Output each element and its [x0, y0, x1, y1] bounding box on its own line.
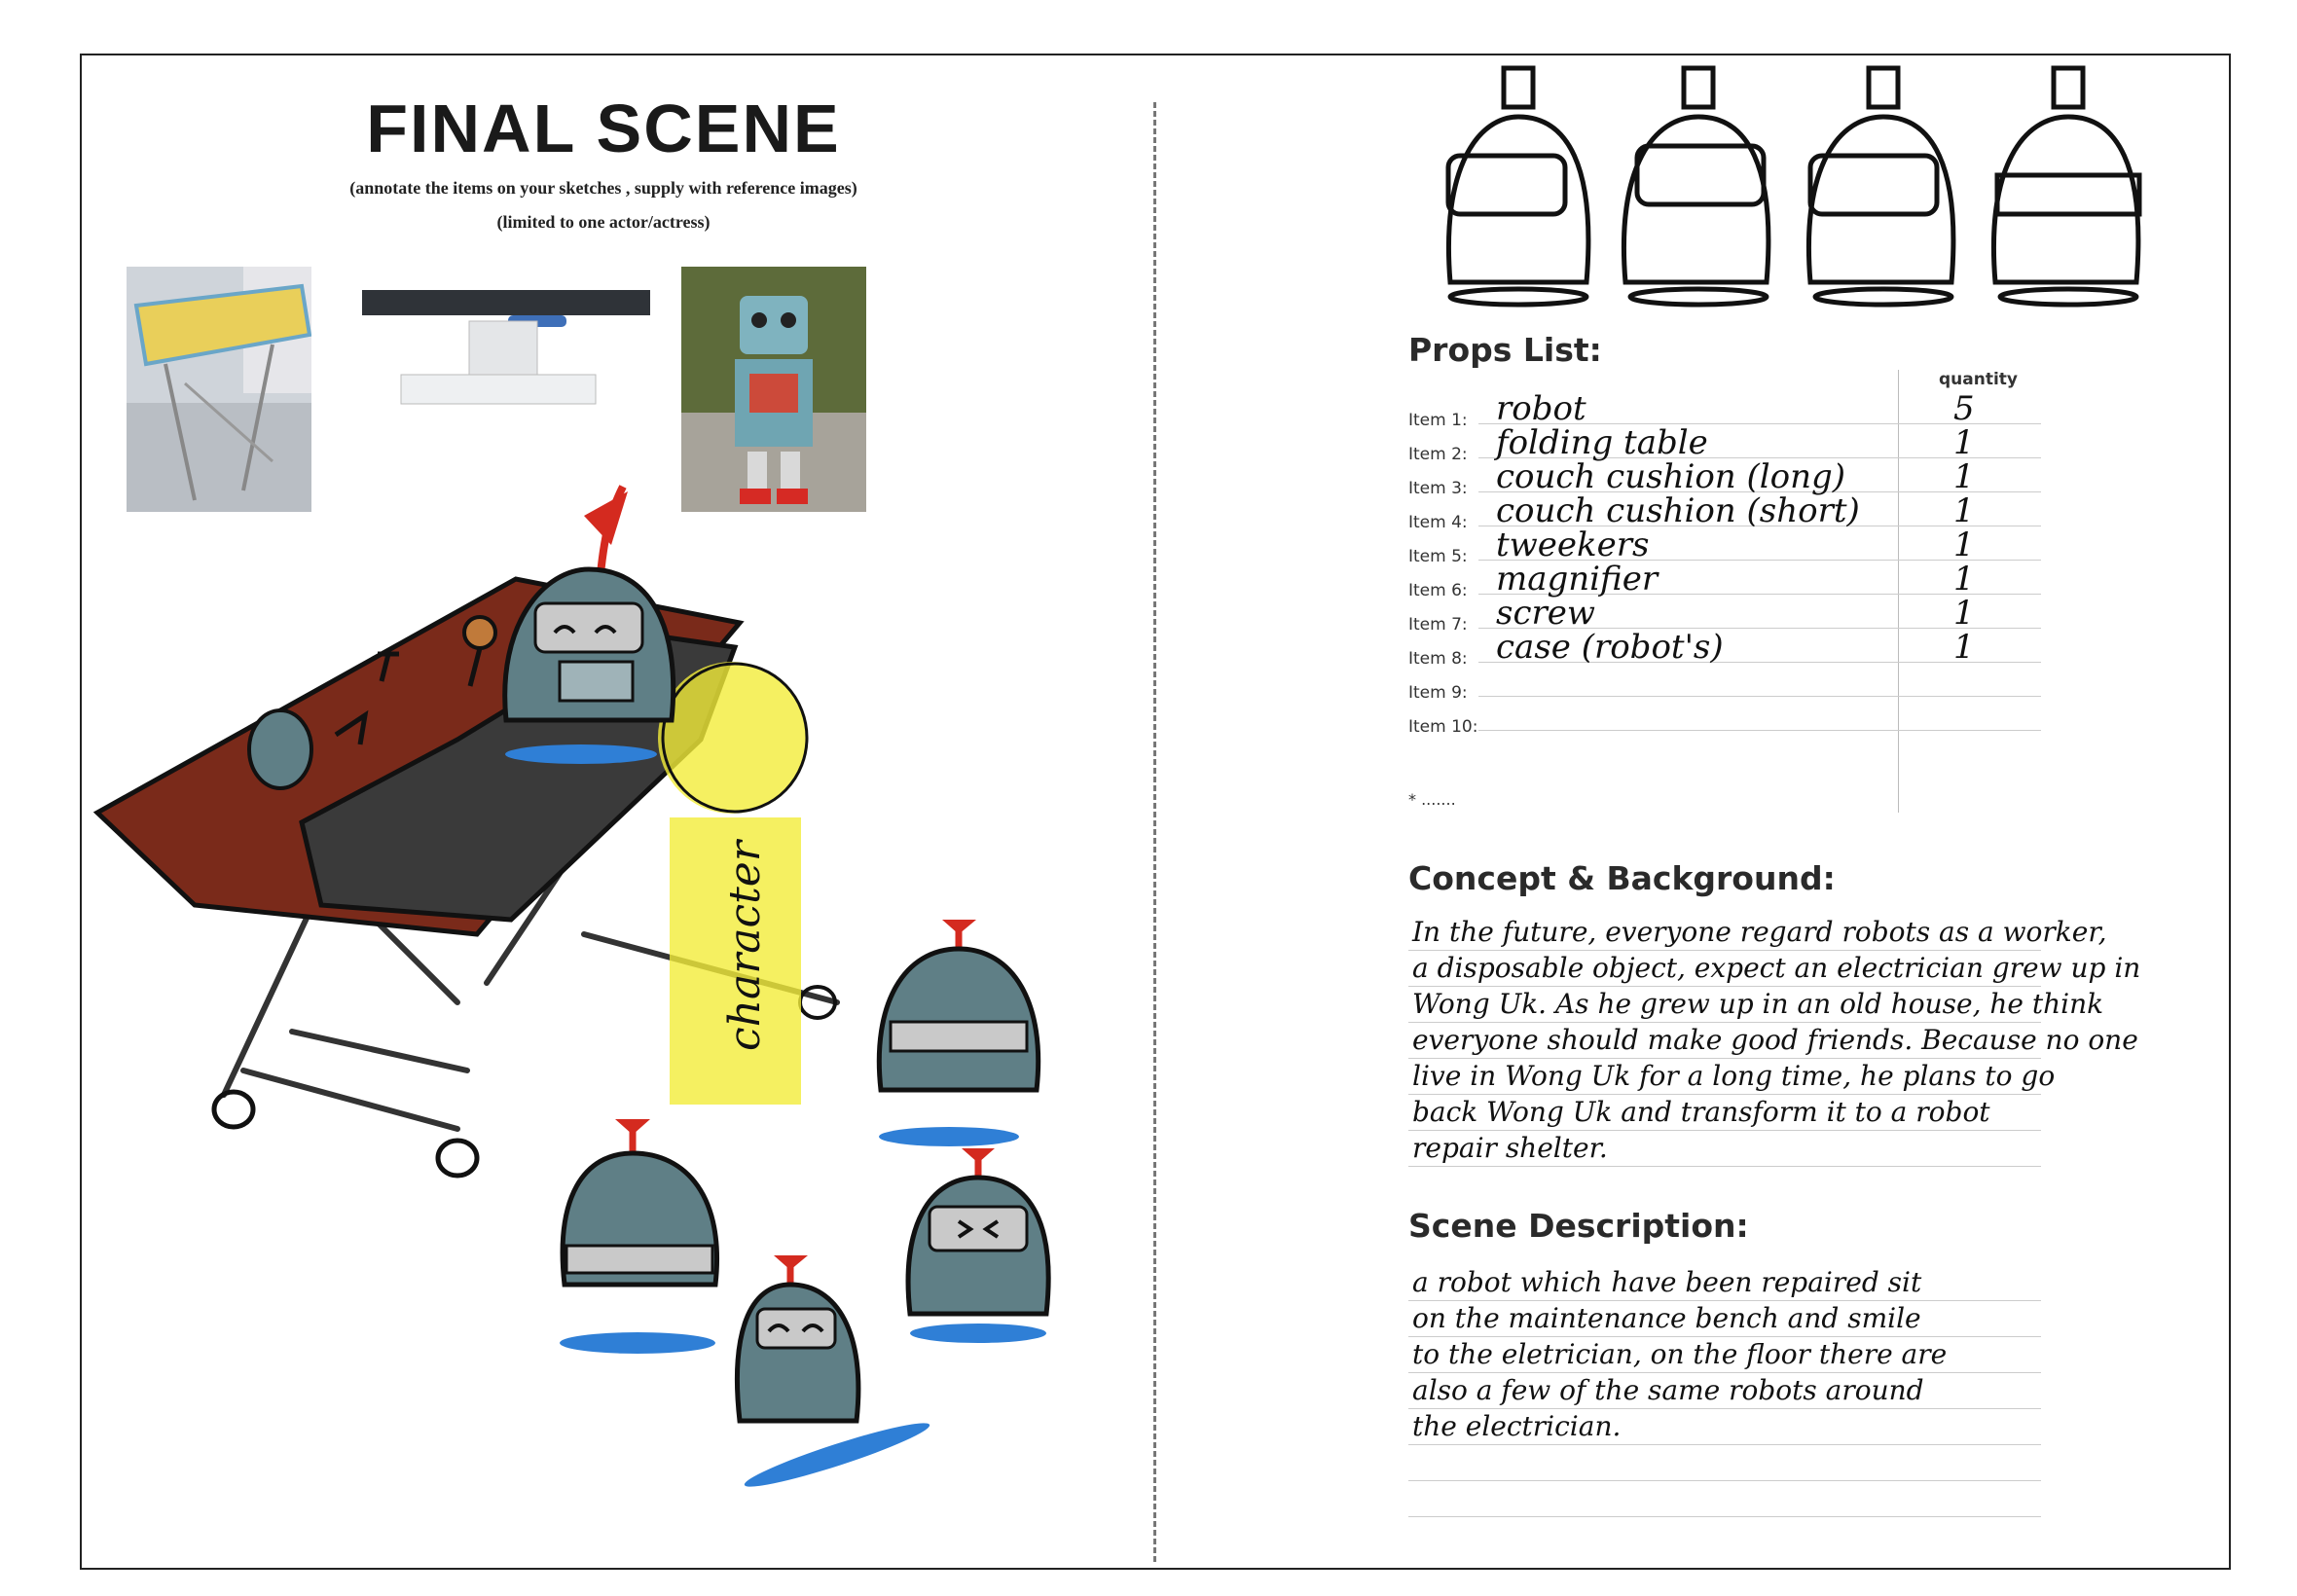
props-item-name: tweekers	[1496, 526, 1650, 564]
props-item-name: magnifier	[1496, 560, 1659, 598]
magnifier-icon	[462, 615, 497, 650]
scene-sketch: character	[92, 485, 1051, 1487]
scene-line: a robot which have been repaired sit	[1408, 1265, 2041, 1301]
title-subtitle-limit: (limited to one actor/actress)	[496, 212, 711, 232]
page-divider	[1153, 102, 1156, 1562]
character-highlight-head	[658, 662, 806, 814]
props-item-qty: 1	[1953, 491, 1975, 530]
reference-photo-folding-table	[127, 267, 311, 512]
concept-text: In the future, everyone regard robots as…	[1408, 915, 2140, 1167]
props-item-label: Item 7:	[1408, 615, 1468, 635]
quantity-header: quantity	[1939, 370, 2019, 389]
robot-floor-1	[876, 920, 1041, 1146]
props-item-qty: 1	[1953, 560, 1975, 598]
props-item: Item 1: robot 5	[1408, 389, 2041, 430]
scene-line	[1408, 1481, 2041, 1517]
props-item-name: couch cushion (long)	[1496, 457, 1846, 496]
props-item: Item 8: case (robot's) 1	[1408, 628, 2041, 669]
robot-view-left	[1445, 65, 1591, 308]
concept-line: Wong Uk. As he grew up in an old house, …	[1408, 987, 2103, 1023]
concept-line: In the future, everyone regard robots as…	[1408, 915, 2107, 951]
props-item: Item 4: couch cushion (short) 1	[1408, 491, 2041, 532]
props-item-label: Item 5:	[1408, 547, 1468, 566]
character-outline	[661, 662, 809, 814]
concept-line: everyone should make good friends. Becau…	[1408, 1023, 2138, 1059]
props-item-qty: 1	[1953, 594, 1975, 633]
character-label: character	[720, 838, 770, 1051]
concept-line: a disposable object, expect an electrici…	[1408, 951, 2140, 987]
scene-line: on the maintenance bench and smile	[1408, 1301, 2041, 1337]
title-subtitle-annotate: (annotate the items on your sketches , s…	[349, 178, 857, 198]
props-item-label: Item 1:	[1408, 411, 1468, 430]
robot-floor-2	[560, 1119, 719, 1354]
props-item: Item 6: magnifier 1	[1408, 560, 2041, 600]
robot-main	[502, 485, 676, 764]
reference-photo-toy-robot	[681, 267, 866, 512]
scene-line: also a few of the same robots around	[1408, 1373, 2041, 1409]
props-item-label: Item 8:	[1408, 649, 1468, 669]
robot-view-front-right	[1806, 65, 1956, 308]
robot-floor-4	[735, 1255, 930, 1487]
concept-line: live in Wong Uk for a long time, he plan…	[1408, 1059, 2055, 1095]
robot-case	[247, 708, 313, 790]
robot-floor-3	[905, 1148, 1051, 1343]
screw-icon	[378, 651, 399, 682]
props-note: * .......	[1408, 790, 1456, 809]
props-item-qty: 1	[1953, 423, 1975, 462]
props-item-label: Item 2:	[1408, 445, 1468, 464]
props-item: Item 7: screw 1	[1408, 594, 2041, 635]
props-item-name: couch cushion (short)	[1496, 491, 1860, 530]
props-item-name: folding table	[1496, 423, 1708, 462]
props-item-label: Item 3:	[1408, 479, 1468, 498]
table-wheel	[435, 1138, 480, 1179]
props-item-label: Item 4:	[1408, 513, 1468, 532]
quantity-column-line	[1898, 370, 1899, 813]
robot-view-front-left	[1622, 65, 1771, 308]
props-item-qty: 1	[1953, 628, 1975, 667]
concept-line: back Wong Uk and transform it to a robot	[1408, 1095, 2041, 1131]
props-item: Item 5: tweekers 1	[1408, 526, 2041, 566]
scene-description-heading: Scene Description:	[1408, 1207, 1749, 1245]
scene-line: the electrician.	[1408, 1409, 2041, 1445]
props-item-label: Item 9:	[1408, 683, 1468, 703]
props-item-name: screw	[1496, 594, 1595, 633]
props-item: Item 9:	[1408, 664, 2041, 703]
props-item-qty: 1	[1953, 457, 1975, 496]
scene-description-text: a robot which have been repaired sit on …	[1408, 1265, 2041, 1517]
props-item: Item 3: couch cushion (long) 1	[1408, 457, 2041, 498]
page-title: FINAL SCENE	[366, 91, 841, 166]
props-item-qty: 5	[1953, 389, 1975, 428]
props-list-heading: Props List:	[1408, 331, 1602, 369]
props-item-qty: 1	[1953, 526, 1975, 564]
props-item: Item 10:	[1408, 698, 2041, 737]
robot-turnaround-sketches	[1445, 65, 2142, 308]
props-list: Item 1: robot 5 Item 2: folding table 1 Item…	[1408, 389, 2041, 737]
concept-line: repair shelter.	[1408, 1131, 2041, 1167]
character-highlight-body	[670, 817, 801, 1105]
props-item-name: case (robot's)	[1496, 628, 1724, 667]
scene-line	[1408, 1445, 2041, 1481]
props-item-label: Item 10:	[1408, 717, 1478, 737]
magnifier-handle	[467, 647, 483, 687]
props-item-name: robot	[1496, 389, 1586, 428]
scene-line: to the eletrician, on the floor there ar…	[1408, 1337, 2041, 1373]
reference-photo-operating-table	[362, 282, 650, 409]
props-item: Item 2: folding table 1	[1408, 423, 2041, 464]
tweezers-icon	[334, 709, 369, 745]
table-wheel	[211, 1089, 256, 1130]
props-item-label: Item 6:	[1408, 581, 1468, 600]
concept-heading: Concept & Background:	[1408, 859, 1836, 897]
robot-view-back	[1991, 65, 2142, 308]
